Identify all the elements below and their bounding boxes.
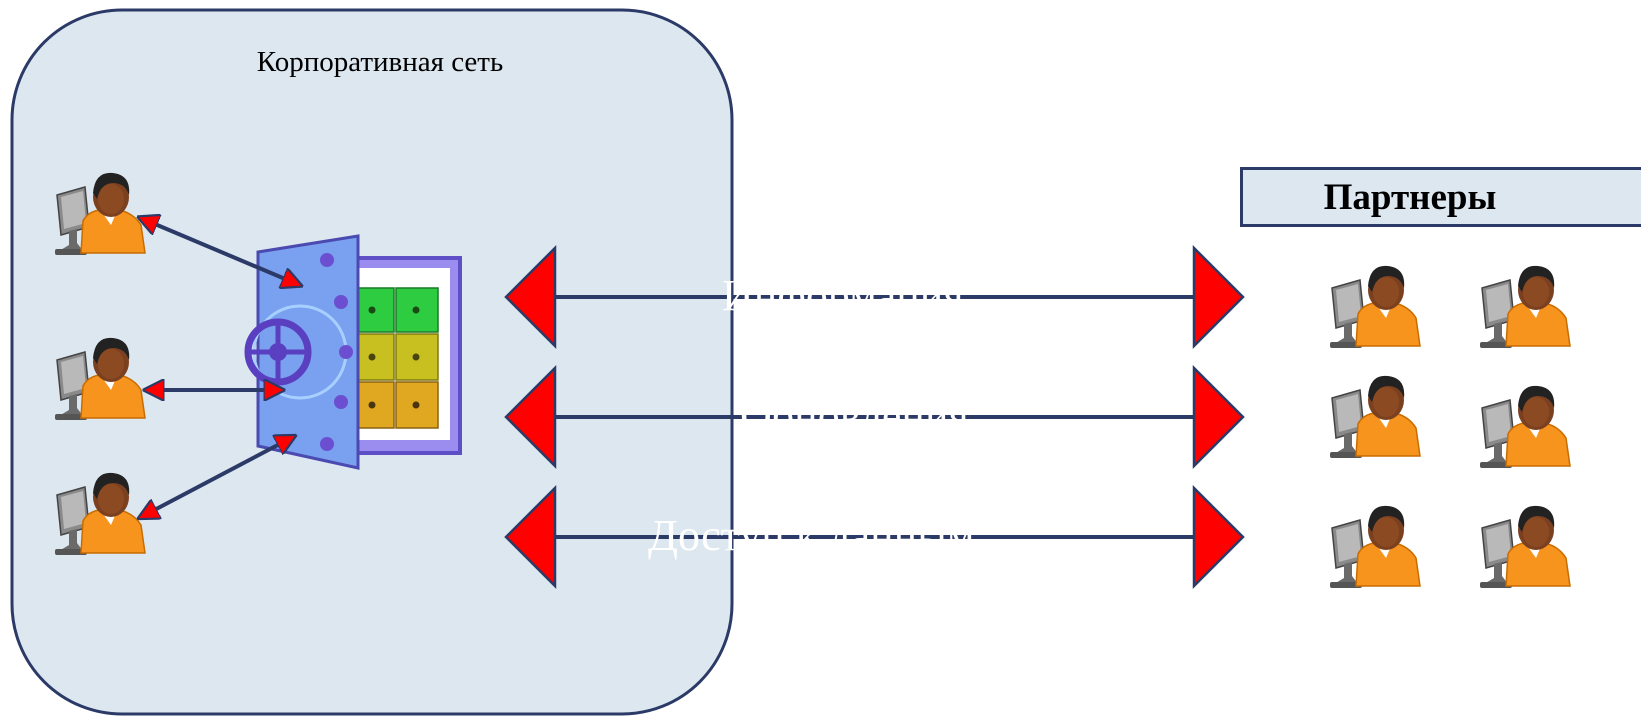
exchange-arrow-3 <box>504 484 1245 590</box>
safe-vault-icon <box>244 234 462 470</box>
partners-header: Партнеры <box>1240 167 1641 227</box>
partner-user-1-icon <box>1329 265 1421 349</box>
arrow-label-1: Информация <box>722 271 964 320</box>
exchange-arrow-2 <box>504 364 1245 470</box>
partner-user-5-icon <box>1329 505 1421 589</box>
arrow-safe-to-user-1 <box>143 219 297 284</box>
partner-user-3-icon <box>1329 375 1421 459</box>
arrow-label-3: Доступ к данным <box>648 511 975 560</box>
corporate-network-title: Корпоративная сеть <box>256 46 504 78</box>
partners-title: Партнеры <box>1323 177 1497 218</box>
partner-user-6-icon <box>1479 505 1571 589</box>
partner-user-2-icon <box>1479 265 1571 349</box>
partner-user-4-icon <box>1479 385 1571 469</box>
arrow-safe-to-user-3 <box>143 438 291 516</box>
exchange-arrow-1 <box>504 244 1245 350</box>
arrow-label-2: Обновления <box>740 391 969 440</box>
